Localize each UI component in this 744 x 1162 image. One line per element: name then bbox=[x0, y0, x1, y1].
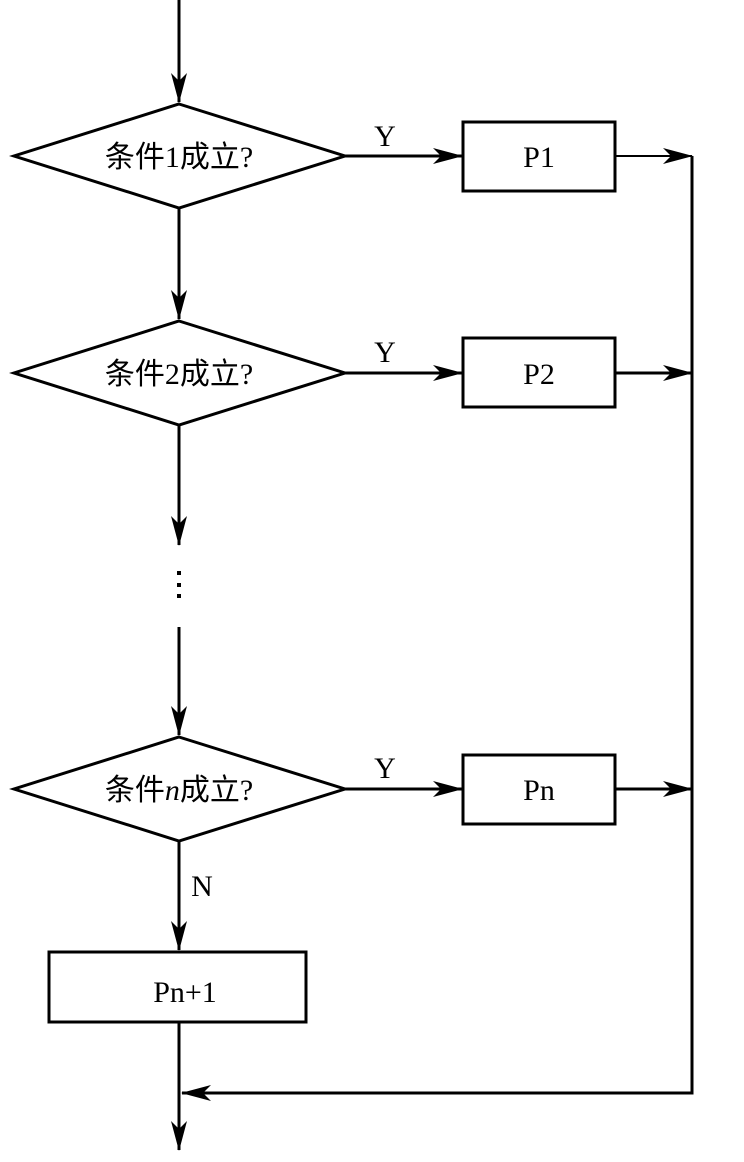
process-pn: Pn bbox=[461, 753, 617, 826]
decision-condition-1-label: 条件1成立? bbox=[105, 141, 253, 174]
decision-condition-n-label: 条件n成立? bbox=[105, 774, 253, 807]
merge-line-right bbox=[181, 156, 694, 1101]
decision-condition-2-label: 条件2成立? bbox=[105, 358, 253, 391]
process-pn-label: Pn bbox=[523, 774, 555, 807]
yes-label-n: Y bbox=[374, 752, 396, 785]
process-p1: P1 bbox=[461, 120, 617, 193]
decision-condition-2: 条件2成立? bbox=[9, 319, 351, 427]
process-pn1-label: Pn+1 bbox=[153, 976, 217, 1009]
process-p1-label: P1 bbox=[523, 141, 555, 174]
decision-condition-1: 条件1成立? bbox=[9, 102, 351, 210]
process-p2: P2 bbox=[461, 336, 617, 409]
process-pn1: Pn+1 bbox=[47, 950, 308, 1024]
yes-label-1: Y bbox=[374, 120, 396, 153]
ellipsis-dots bbox=[177, 571, 181, 598]
yes-label-2: Y bbox=[374, 336, 396, 369]
decision-condition-n: 条件n成立? bbox=[9, 735, 351, 843]
process-p2-label: P2 bbox=[523, 358, 555, 391]
no-label: N bbox=[191, 870, 213, 903]
